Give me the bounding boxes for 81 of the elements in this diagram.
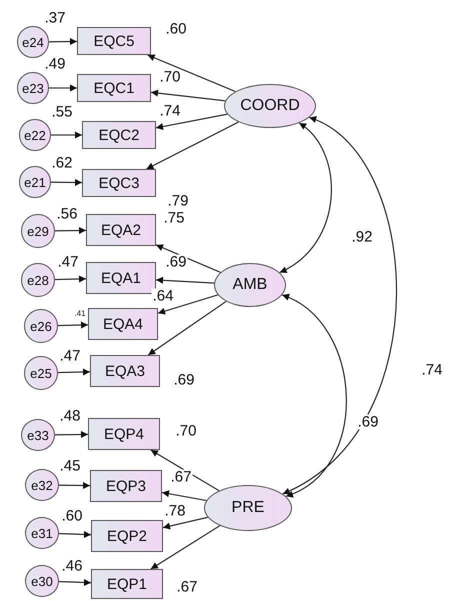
edge-label: .74 [158,104,182,118]
error-circle: e22 [19,119,51,151]
path-arrow [59,482,90,489]
squared-correlation-value: .47 [58,254,78,270]
edge-label: .69 [356,414,380,430]
path-arrow [51,132,82,138]
path-arrow [150,90,226,102]
error-circle: e33 [21,419,55,451]
edge-label: .75 [162,210,186,226]
correlation-arrow [282,117,397,494]
latent-ellipse: PRE [204,485,292,531]
indicator-box: EQP3 [90,470,162,502]
indicator-box: EQP2 [91,520,163,552]
correlation-arrow [282,294,347,497]
path-arrow [58,368,90,376]
edge-label: .70 [174,424,198,438]
error-circle: e24 [17,26,49,58]
path-arrow [55,431,88,438]
indicator-box: EQP1 [91,569,163,599]
squared-correlation-value: .56 [56,206,78,222]
error-circle: e32 [25,469,59,501]
path-arrow [58,578,92,586]
error-circle: e30 [25,565,59,597]
squared-correlation-value: .37 [44,10,66,26]
indicator-box: EQC2 [82,121,156,149]
squared-correlation-value: .41 [74,310,86,318]
edge-label: .78 [164,504,186,518]
path-arrow [58,322,88,329]
path-arrow [150,525,220,570]
squared-correlation-value: .49 [44,56,66,72]
edge-label: .74 [420,362,444,378]
squared-correlation-value: .55 [52,104,72,120]
squared-correlation-value: .46 [62,558,82,574]
path-arrow [146,122,239,170]
error-circle: e23 [17,72,49,104]
squared-correlation-value: .62 [52,156,72,170]
latent-ellipse: AMB [214,263,286,307]
edge-label: .60 [164,22,188,36]
indicator-box: EQA2 [86,214,156,246]
indicator-box: EQC3 [82,169,156,197]
path-arrow [162,490,206,502]
squared-correlation-value: .60 [62,508,82,524]
path-arrow [58,530,92,538]
squared-correlation-value: .48 [60,408,80,424]
edge-label: .64 [152,288,174,304]
error-circle: e28 [21,263,55,297]
edge-label: .67 [176,580,198,594]
squared-correlation-value: .45 [60,458,80,474]
path-arrow [156,114,228,130]
indicator-box: EQA1 [86,262,156,294]
path-arrow [54,276,86,282]
edge-label: .79 [166,194,190,208]
path-arrow [49,84,77,92]
indicator-box: EQP4 [88,418,160,450]
path-arrow [55,227,86,234]
edge-label: .92 [350,230,374,244]
indicator-box: EQA3 [90,355,160,387]
correlation-arrow [279,122,332,273]
error-circle: e21 [19,166,51,198]
error-circle: e29 [21,214,55,248]
edge-label: .69 [164,254,188,270]
error-circle: e25 [24,356,58,390]
indicator-box: EQC5 [77,27,151,55]
path-arrow [158,294,218,315]
error-circle: e26 [24,309,58,343]
path-arrow [162,516,208,530]
path-arrow [156,244,221,273]
error-circle: e31 [25,517,59,549]
path-arrow [51,178,82,186]
edge-label: .69 [172,372,196,388]
path-arrow [49,38,77,46]
edge-label: .67 [170,470,192,484]
path-arrow [147,54,236,92]
indicator-box: EQA4 [88,308,158,340]
indicator-box: EQC1 [77,74,151,102]
latent-ellipse: COORD [224,84,316,128]
path-arrow [156,276,214,284]
edge-label: .70 [158,70,182,84]
squared-correlation-value: .47 [60,348,80,364]
path-arrow [150,450,220,492]
path-arrow [148,301,226,356]
